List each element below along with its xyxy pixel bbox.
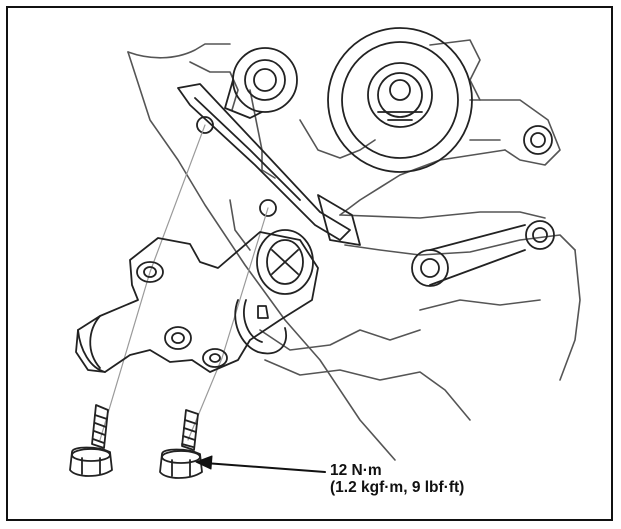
tensioner-assembly (75, 229, 319, 373)
alignment-lines (99, 124, 269, 441)
torque-leader (195, 455, 326, 473)
torque-callout: 12 N·m (1.2 kgf·m, 9 lbf·ft) (330, 462, 464, 496)
torque-value-metric: 12 N·m (330, 462, 382, 479)
mounting-flange (177, 83, 361, 246)
idler-bolt-right (411, 125, 555, 287)
torque-value-alt-units: (1.2 kgf·m, 9 lbf·ft) (330, 479, 465, 496)
engine-block-outline (127, 39, 581, 461)
bolt-right (159, 409, 203, 479)
bolt-left (69, 404, 113, 477)
pulley-upper-left (224, 47, 298, 119)
figure-frame (6, 6, 613, 521)
pulley-upper-right (327, 27, 473, 173)
